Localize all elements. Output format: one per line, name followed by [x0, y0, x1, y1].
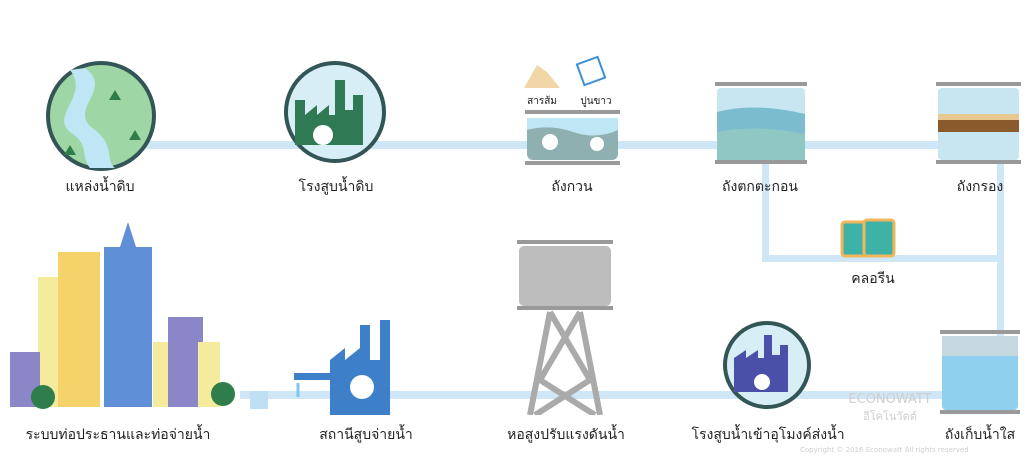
- alum-label: สารส้ม: [527, 96, 557, 107]
- distribution-pump-station-icon: [294, 320, 390, 415]
- stage-mixing-tank: ถังกวน: [551, 179, 593, 195]
- water-tower-icon: [517, 240, 613, 415]
- city-buildings-icon: [10, 222, 235, 409]
- pipe-chlorine: [762, 255, 1002, 262]
- alum-icon: [524, 65, 560, 88]
- lime-label: ปูนขาว: [580, 96, 612, 107]
- chlorine-label: คลอรีน: [851, 271, 895, 287]
- stage-pressure-tower: หอสูงปรับแรงดันน้ำ: [507, 427, 625, 443]
- stage-distribution-pump-station: สถานีสูบจ่ายน้ำ: [319, 427, 413, 443]
- tunnel-pump-station-icon: [723, 321, 811, 409]
- stage-clear-water-tank: ถังเก็บน้ำใส: [944, 427, 1016, 443]
- stage-raw-water-pump: โรงสูบน้ำดิบ: [298, 179, 374, 195]
- watermark-logo: ECONOWATT อีโคโนวัตต์: [845, 376, 935, 425]
- stage-sedimentation-tank: ถังตกตะกอน: [722, 179, 798, 195]
- watermark-brand: ECONOWATT: [848, 392, 932, 407]
- stage-raw-water-source: แหล่งน้ำดิบ: [65, 179, 135, 195]
- pipe-vertical-sed: [762, 145, 769, 262]
- filter-tank-icon: [936, 82, 1021, 164]
- watermark-brand-thai: อีโคโนวัตต์: [863, 410, 917, 423]
- stage-distribution-mains: ระบบท่อประธานและท่อจ่ายน้ำ: [25, 427, 211, 443]
- chlorine-icon: [840, 218, 896, 258]
- meter-icon: [250, 391, 268, 409]
- stage-filter-tank: ถังกรอง: [956, 179, 1004, 195]
- sedimentation-tank-icon: [715, 82, 807, 164]
- river-icon: [46, 61, 156, 171]
- clear-water-tank-icon: [940, 330, 1020, 414]
- raw-water-pump-icon: [284, 61, 386, 163]
- mixing-tank-icon: [525, 110, 620, 165]
- lime-icon: [575, 55, 607, 87]
- copyright: Copyright © 2016 Econowatt All rights re…: [800, 446, 969, 454]
- stage-tunnel-pump-station: โรงสูบน้ำเข้าอุโมงค์ส่งน้ำ: [691, 427, 845, 443]
- pipe-vertical-store: [997, 145, 1004, 345]
- pipe-bottom: [240, 391, 980, 399]
